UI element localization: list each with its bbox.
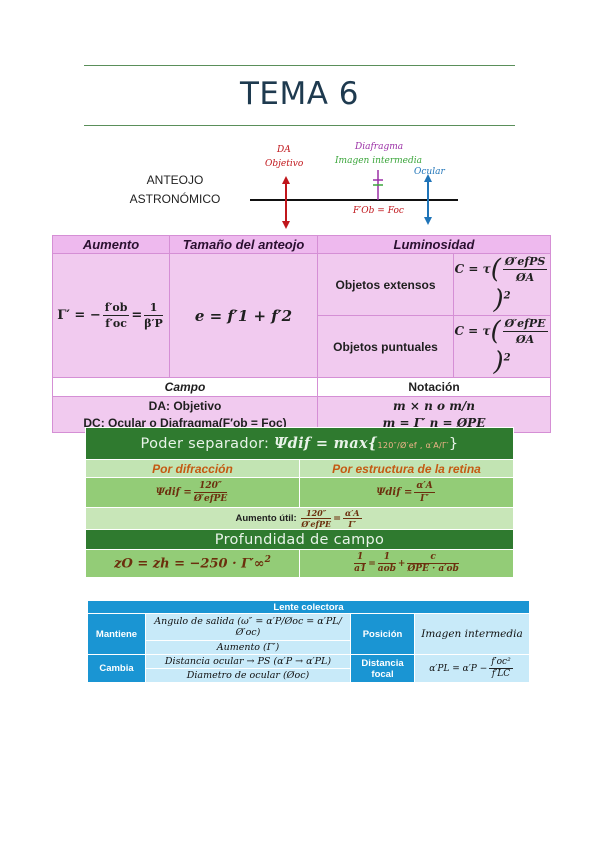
ocular-label: Ocular <box>414 167 445 177</box>
header-notacion: Notación <box>317 377 551 397</box>
optics-summary-table: Aumento Tamaño del anteojo Luminosidad Γ… <box>52 235 551 433</box>
campo-content: DA: Objetivo DC: Ocular o Diafragma(F′ob… <box>52 396 318 433</box>
col-retina: Por estructura de la retina <box>299 459 514 478</box>
header-luminosidad: Luminosidad <box>317 235 551 254</box>
lum-extensos-label: Objetos extensos <box>317 253 454 316</box>
lente-colectora-table: Lente colectora Mantiene Angulo de salid… <box>87 600 530 683</box>
mantiene-label: Mantiene <box>87 613 146 655</box>
header-tamano: Tamaño del anteojo <box>169 235 318 254</box>
ocular-arrow-down <box>424 217 432 225</box>
profundidad-header: Profundidad de campo <box>85 529 514 550</box>
diagram-label-line1: ANTEOJO <box>146 173 204 187</box>
objetivo-arrow-down <box>282 221 290 229</box>
diametro-ocular-cell: Diametro de ocular (Øoc) <box>145 668 351 683</box>
lum-puntuales-label: Objetos puntuales <box>317 315 454 378</box>
diagram-label: ANTEOJO ASTRONÓMICO <box>110 171 240 209</box>
ocular-arrow-up <box>424 174 432 182</box>
diafragma-label: Diafragma <box>355 142 404 152</box>
imagen-intermedia-cell: Imagen intermedia <box>414 613 530 655</box>
imagen-intermedia-label: Imagen intermedia <box>335 156 422 166</box>
aumento-cell: Aumento (Γ′) <box>145 640 351 655</box>
header-campo: Campo <box>52 377 318 397</box>
notacion-content: m × n o m/n m = Γ′ n = ØPE <box>317 396 551 433</box>
lente-colectora-header: Lente colectora <box>87 600 530 614</box>
col-difraccion: Por difracción <box>85 459 300 478</box>
objetivo-arrow-up <box>282 176 290 184</box>
distancia-focal-label: Distancia focal <box>350 654 415 683</box>
telescope-diagram <box>250 170 458 229</box>
header-aumento: Aumento <box>52 235 170 254</box>
posicion-label: Posición <box>350 613 415 655</box>
tamano-formula: e = f′1 + f′2 <box>169 253 318 378</box>
objetivo-label: Objetivo <box>265 159 304 169</box>
poder-separador-table: Poder separador: Ψdif = max{120″/Ø′ef , … <box>85 427 514 578</box>
top-rule <box>84 65 515 66</box>
cambia-label: Cambia <box>87 654 146 683</box>
poder-separador-header: Poder separador: Ψdif = max{120″/Ø′ef , … <box>85 427 514 460</box>
focus-equation: F′Ob = Foc <box>353 206 404 216</box>
title-rule <box>84 125 515 126</box>
formula-profundidad: zO = zh = −250 · Γ′∞2 <box>85 549 300 578</box>
diagram-label-line2: ASTRONÓMICO <box>129 192 221 206</box>
distancia-ocular-cell: Distancia ocular → PS (α′P → α′PL) <box>145 654 351 669</box>
angulo-salida: Angulo de salida (ω″ = α′P/Øoc = α′PL/Ø′… <box>145 613 351 641</box>
da-label: DA <box>277 145 291 155</box>
page-title: TEMA 6 <box>239 76 360 112</box>
formula-difraccion: Ψdif =120″Ø′efPE <box>85 477 300 508</box>
